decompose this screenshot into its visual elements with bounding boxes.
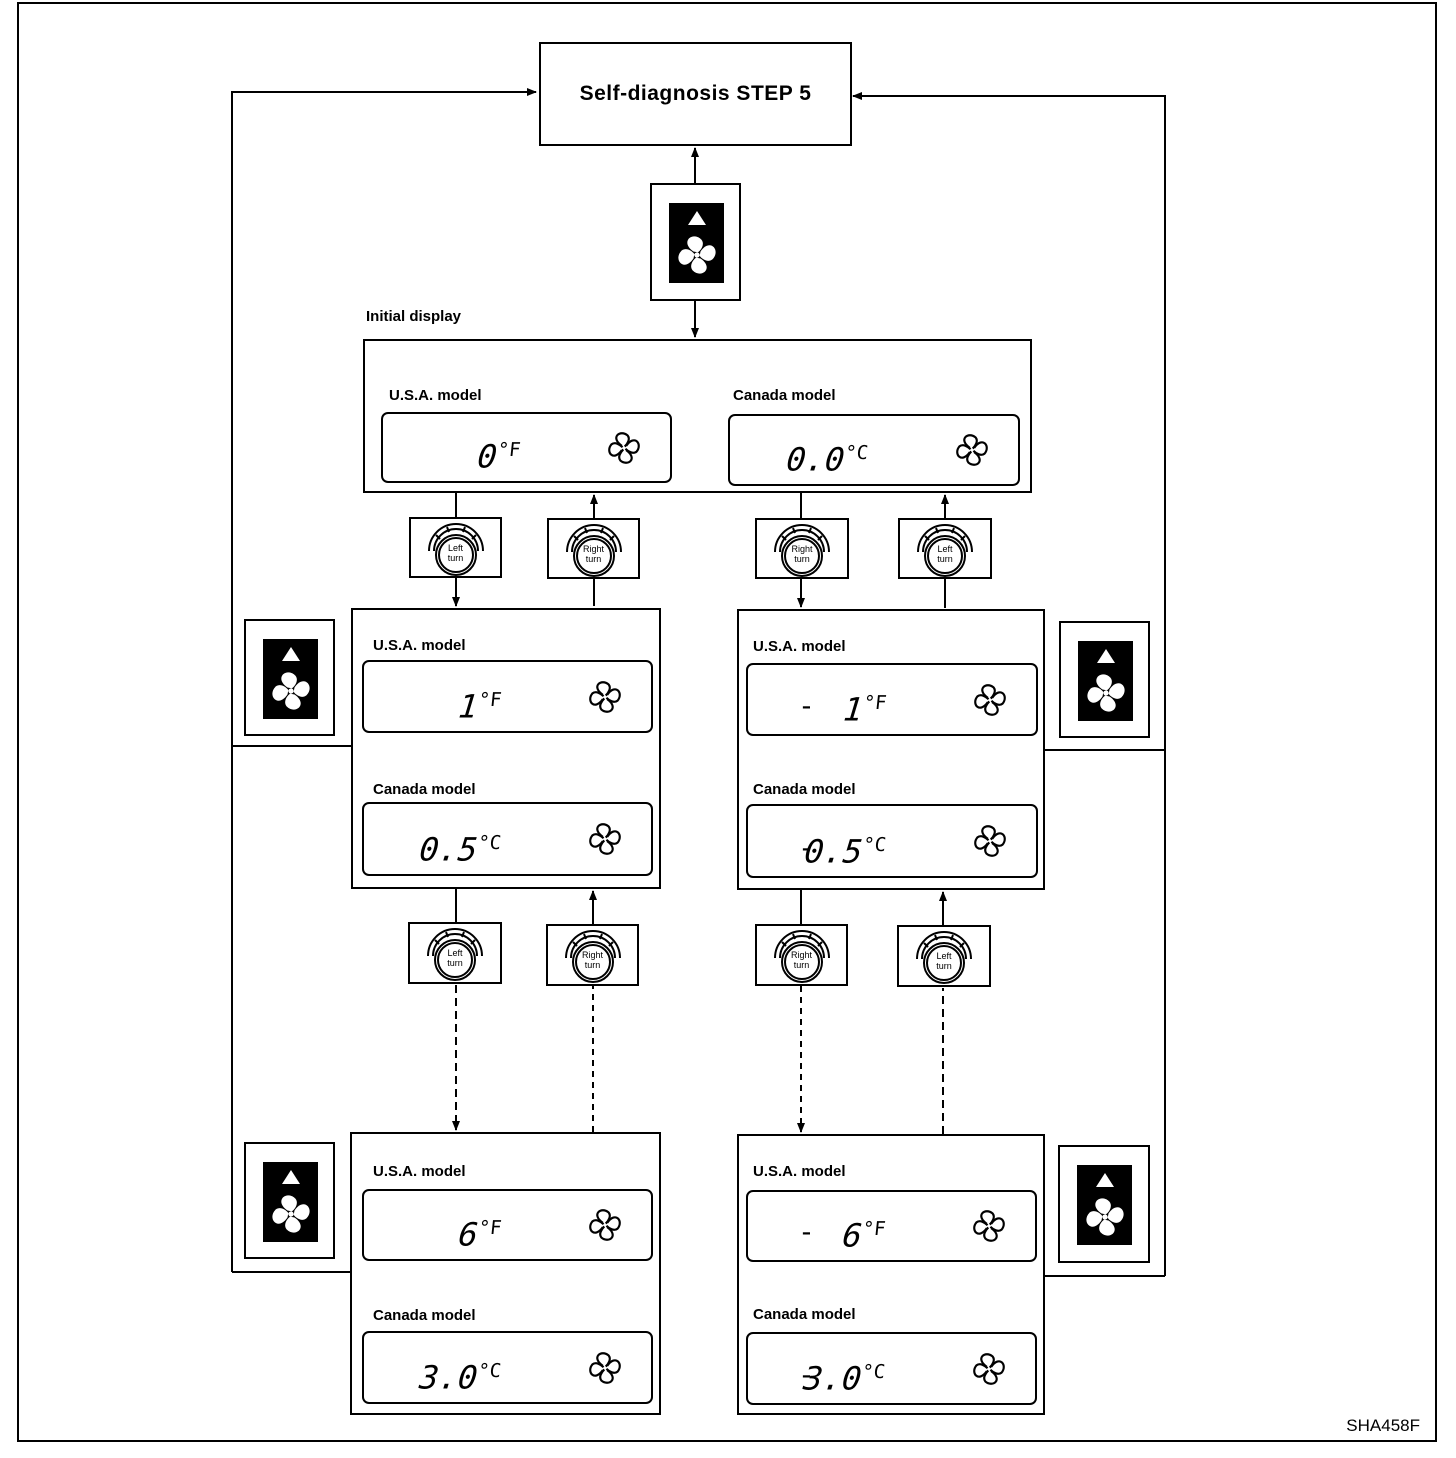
up-arrow-icon xyxy=(1096,649,1115,663)
temp-value: 1°F xyxy=(841,691,888,729)
dial-icon xyxy=(773,930,830,983)
fan-icon xyxy=(271,1195,310,1233)
canada-model-label: Canada model xyxy=(753,781,856,798)
fan-icon xyxy=(1086,674,1125,712)
dial-icon xyxy=(916,931,972,984)
fan-icon xyxy=(589,1209,621,1241)
title-box: Self-diagnosis STEP 5 xyxy=(539,42,852,146)
up-arrow-icon xyxy=(281,647,300,661)
usa-model-label: U.S.A. model xyxy=(753,638,846,655)
usa-model-label: U.S.A. model xyxy=(389,387,482,404)
left-step2-panel: U.S.A. model 6°F Canada model 3.0°C xyxy=(350,1132,661,1415)
fan-icon xyxy=(1085,1198,1124,1236)
fan-up-button[interactable] xyxy=(1059,621,1150,738)
initial-display-label: Initial display xyxy=(366,308,462,325)
usa-temp-display: 0°F xyxy=(381,412,672,483)
fan-icon xyxy=(974,683,1006,716)
temp-value: 0.5°C xyxy=(417,831,503,869)
figure-code: SHA458F xyxy=(1346,1416,1420,1435)
initial-display-panel: U.S.A. model Canada model 0°F 0.0°C xyxy=(363,339,1032,493)
loop-line-left xyxy=(231,88,537,746)
temp-value: 3.0°C xyxy=(801,1360,887,1398)
fan-icon xyxy=(974,825,1006,857)
canada-temp-display: 0.0°C xyxy=(728,414,1020,486)
left-step1-panel: U.S.A. model 1°F Canada model 0.5°C xyxy=(351,608,661,889)
canada-model-label: Canada model xyxy=(373,781,476,798)
negative-sign: - xyxy=(798,831,815,864)
dial-icon xyxy=(564,930,621,983)
loop-line-right xyxy=(852,92,1166,1276)
temp-value: 1°F xyxy=(456,688,503,726)
temp-value: 0.5°C xyxy=(802,833,888,871)
fan-icon xyxy=(589,823,621,855)
usa-temp-display: - 6°F xyxy=(746,1190,1037,1262)
right-step1-panel: U.S.A. model - 1°F Canada model - 0.5°C xyxy=(737,609,1045,890)
fan-icon xyxy=(677,236,716,274)
up-arrow-icon xyxy=(281,1170,300,1184)
up-arrow-icon xyxy=(687,211,706,225)
fan-icon xyxy=(608,431,640,464)
temp-value: 6°F xyxy=(456,1216,503,1254)
canada-temp-display: - 3.0°C xyxy=(746,1332,1037,1405)
temp-value: 0.0°C xyxy=(784,441,870,479)
dial-icon xyxy=(917,524,973,577)
temp-value: 3.0°C xyxy=(417,1359,503,1397)
fan-icon xyxy=(973,1352,1005,1385)
usa-model-label: U.S.A. model xyxy=(753,1163,846,1180)
diagram-frame xyxy=(17,2,1437,1442)
fan-up-button[interactable] xyxy=(244,619,335,736)
usa-temp-display: - 1°F xyxy=(746,663,1038,736)
temp-value: 0°F xyxy=(475,438,522,476)
fan-up-button[interactable] xyxy=(1058,1145,1150,1263)
fan-icon xyxy=(271,672,310,710)
usa-temp-display: 1°F xyxy=(362,660,653,733)
fan-icon xyxy=(956,434,988,466)
fan-icon xyxy=(973,1210,1005,1242)
canada-model-label: Canada model xyxy=(753,1306,856,1323)
dial-icon xyxy=(774,524,830,577)
fan-icon xyxy=(589,680,621,713)
fan-icon xyxy=(589,1351,621,1384)
canada-temp-display: 0.5°C xyxy=(362,802,653,876)
usa-model-label: U.S.A. model xyxy=(373,637,466,654)
negative-sign: - xyxy=(798,1358,815,1391)
dial-icon xyxy=(427,928,483,981)
negative-sign: - xyxy=(798,1215,815,1248)
canada-model-label: Canada model xyxy=(373,1307,476,1324)
dial-icon xyxy=(565,524,622,577)
up-arrow-icon xyxy=(1095,1173,1114,1187)
fan-up-button[interactable] xyxy=(650,183,741,301)
temp-value: 6°F xyxy=(840,1217,887,1255)
canada-temp-display: 3.0°C xyxy=(362,1331,653,1404)
usa-temp-display: 6°F xyxy=(362,1189,653,1261)
usa-model-label: U.S.A. model xyxy=(373,1163,466,1180)
title-text: Self-diagnosis STEP 5 xyxy=(579,82,812,105)
fan-up-button[interactable] xyxy=(244,1142,335,1259)
canada-temp-display: - 0.5°C xyxy=(746,804,1038,878)
negative-sign: - xyxy=(798,689,815,722)
dial-icon xyxy=(427,523,484,576)
canada-model-label: Canada model xyxy=(733,387,836,404)
right-step2-panel: U.S.A. model - 6°F Canada model - 3.0°C xyxy=(737,1134,1045,1415)
